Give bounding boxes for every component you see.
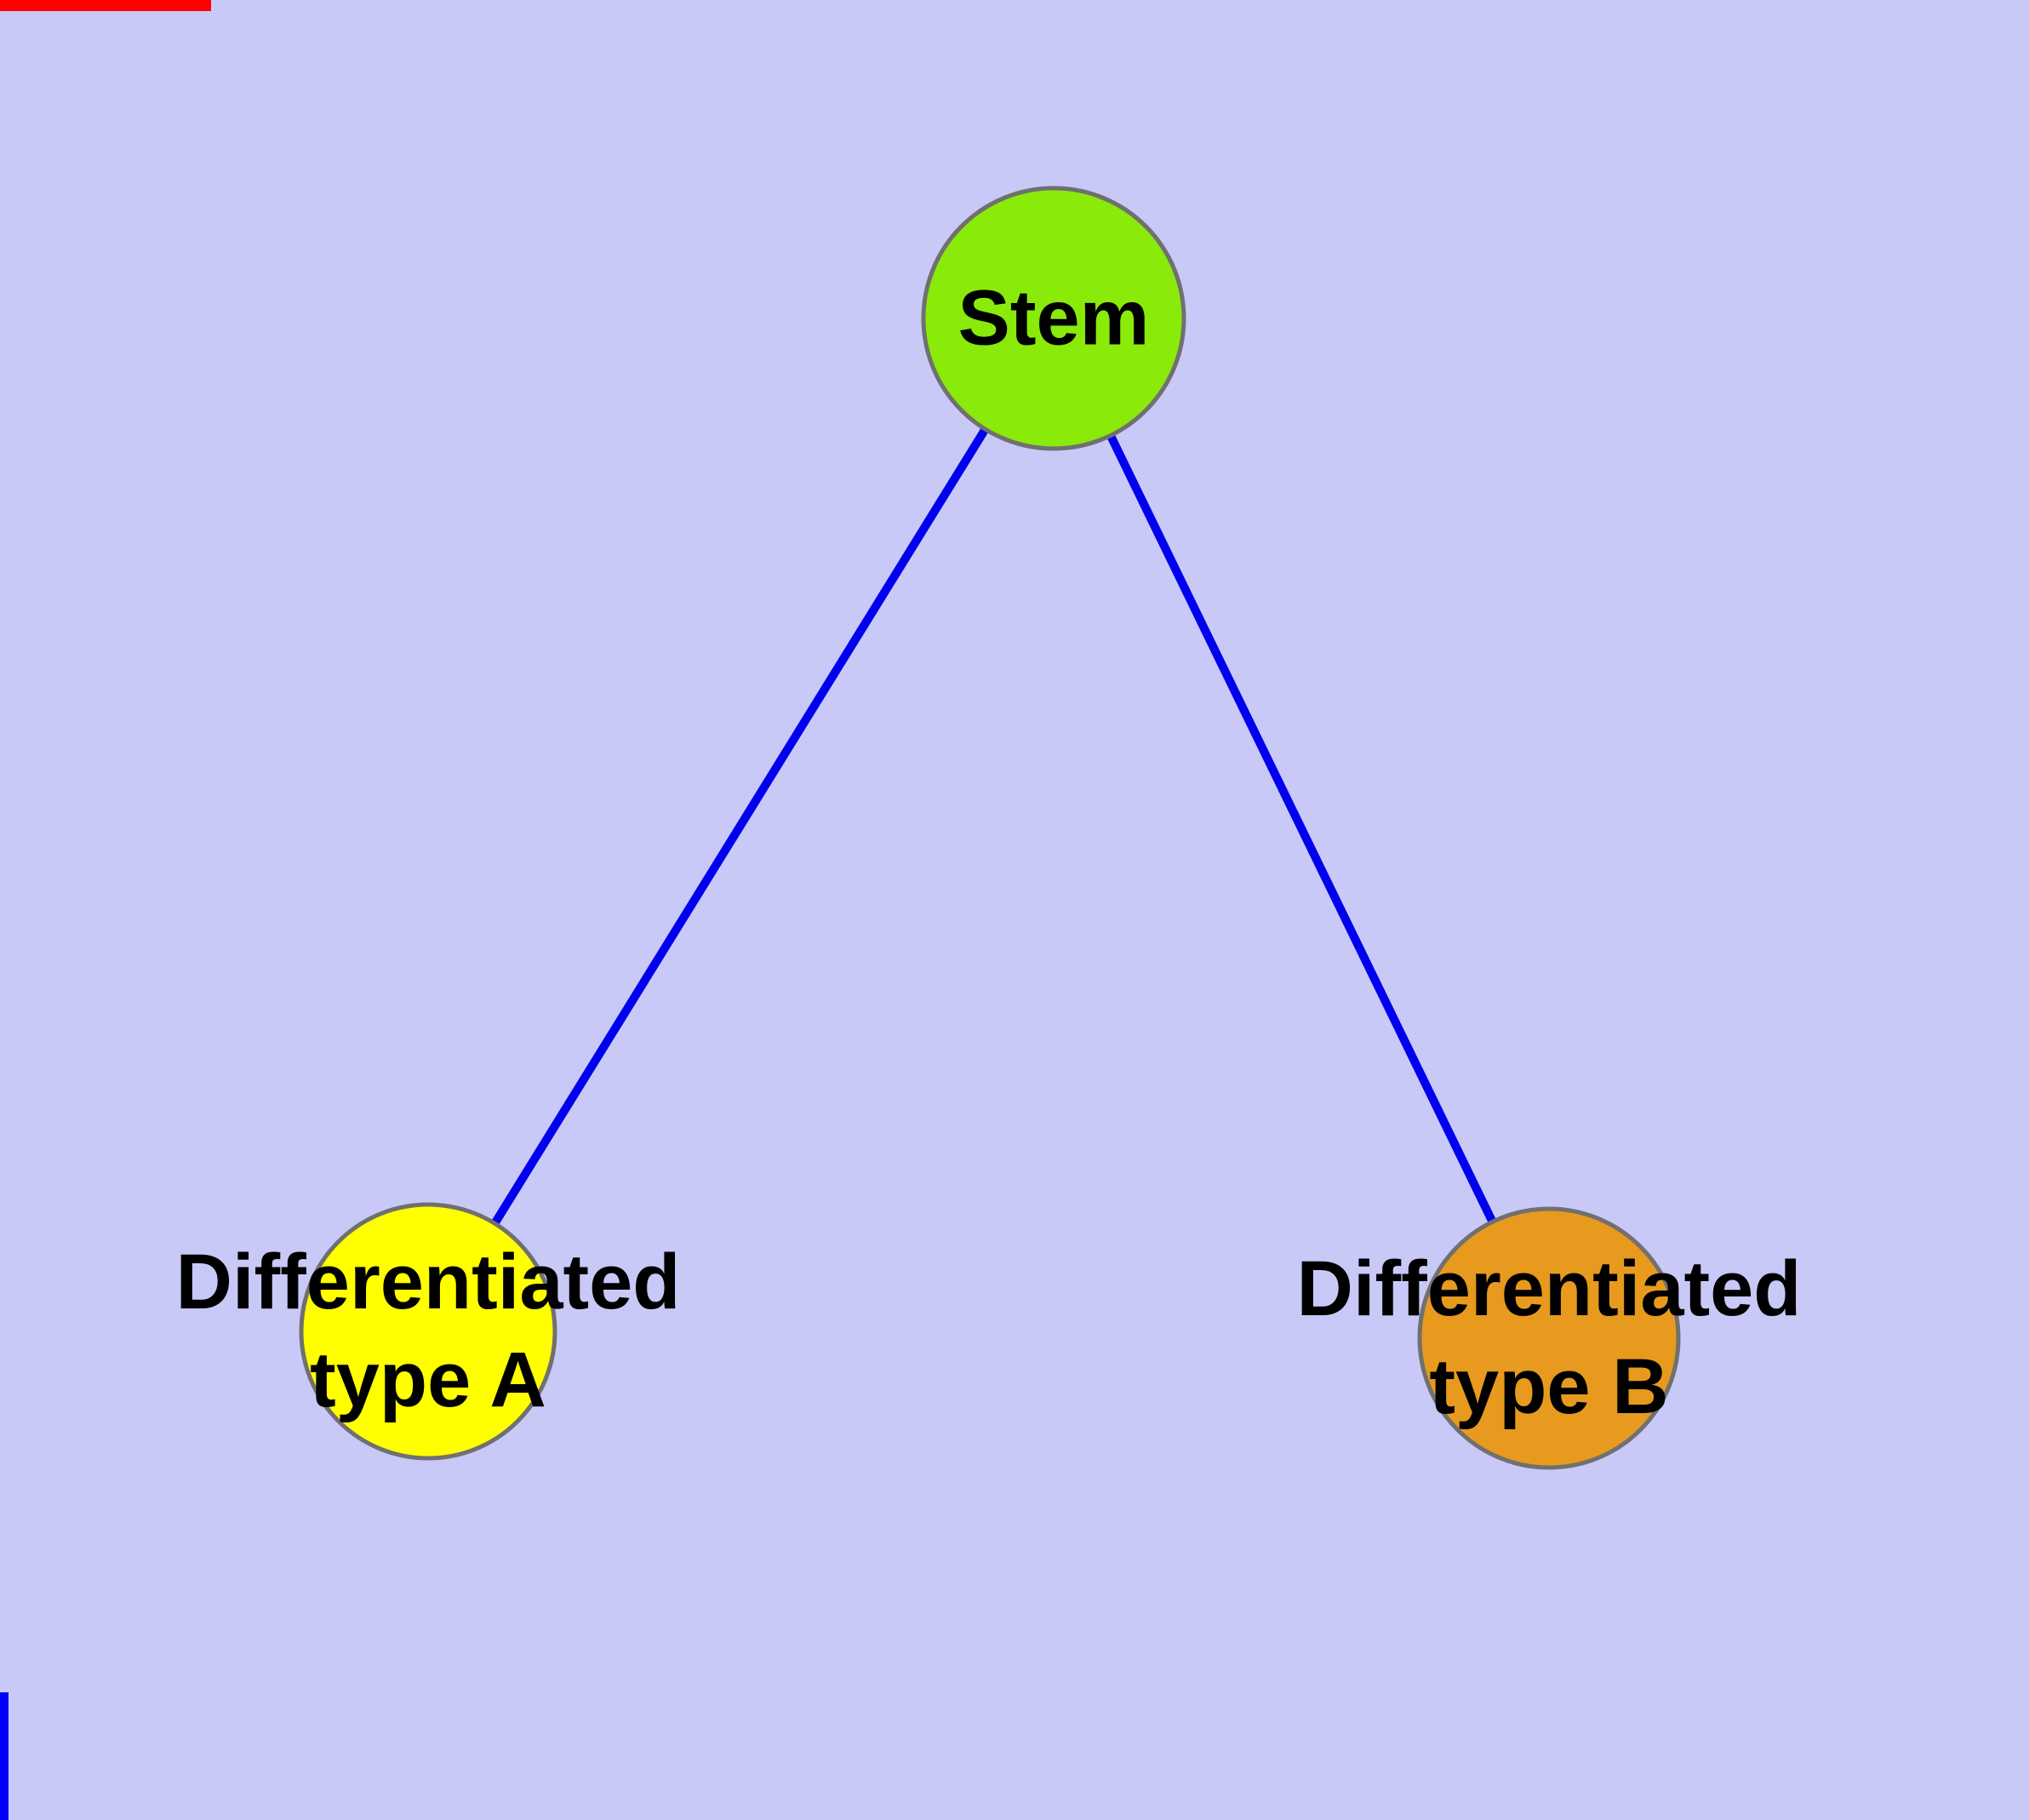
node-differentiated-type-a-label: Differentiated type A: [175, 1239, 681, 1423]
node-differentiated-type-a-circle[interactable]: [299, 1202, 557, 1461]
node-differentiated-type-b-circle[interactable]: [1417, 1206, 1681, 1470]
node-differentiated-type-b-label: Differentiated type B: [1296, 1245, 1802, 1430]
top-edge-red-bar-artifact: [0, 0, 211, 11]
node-stem-circle[interactable]: [921, 186, 1186, 451]
edge-stem-to-typeB: [1049, 316, 1553, 1341]
edge-stem-to-typeA: [424, 316, 1058, 1334]
node-stem-label: Stem: [957, 274, 1150, 362]
left-edge-blue-bar-artifact: [0, 1692, 9, 1820]
